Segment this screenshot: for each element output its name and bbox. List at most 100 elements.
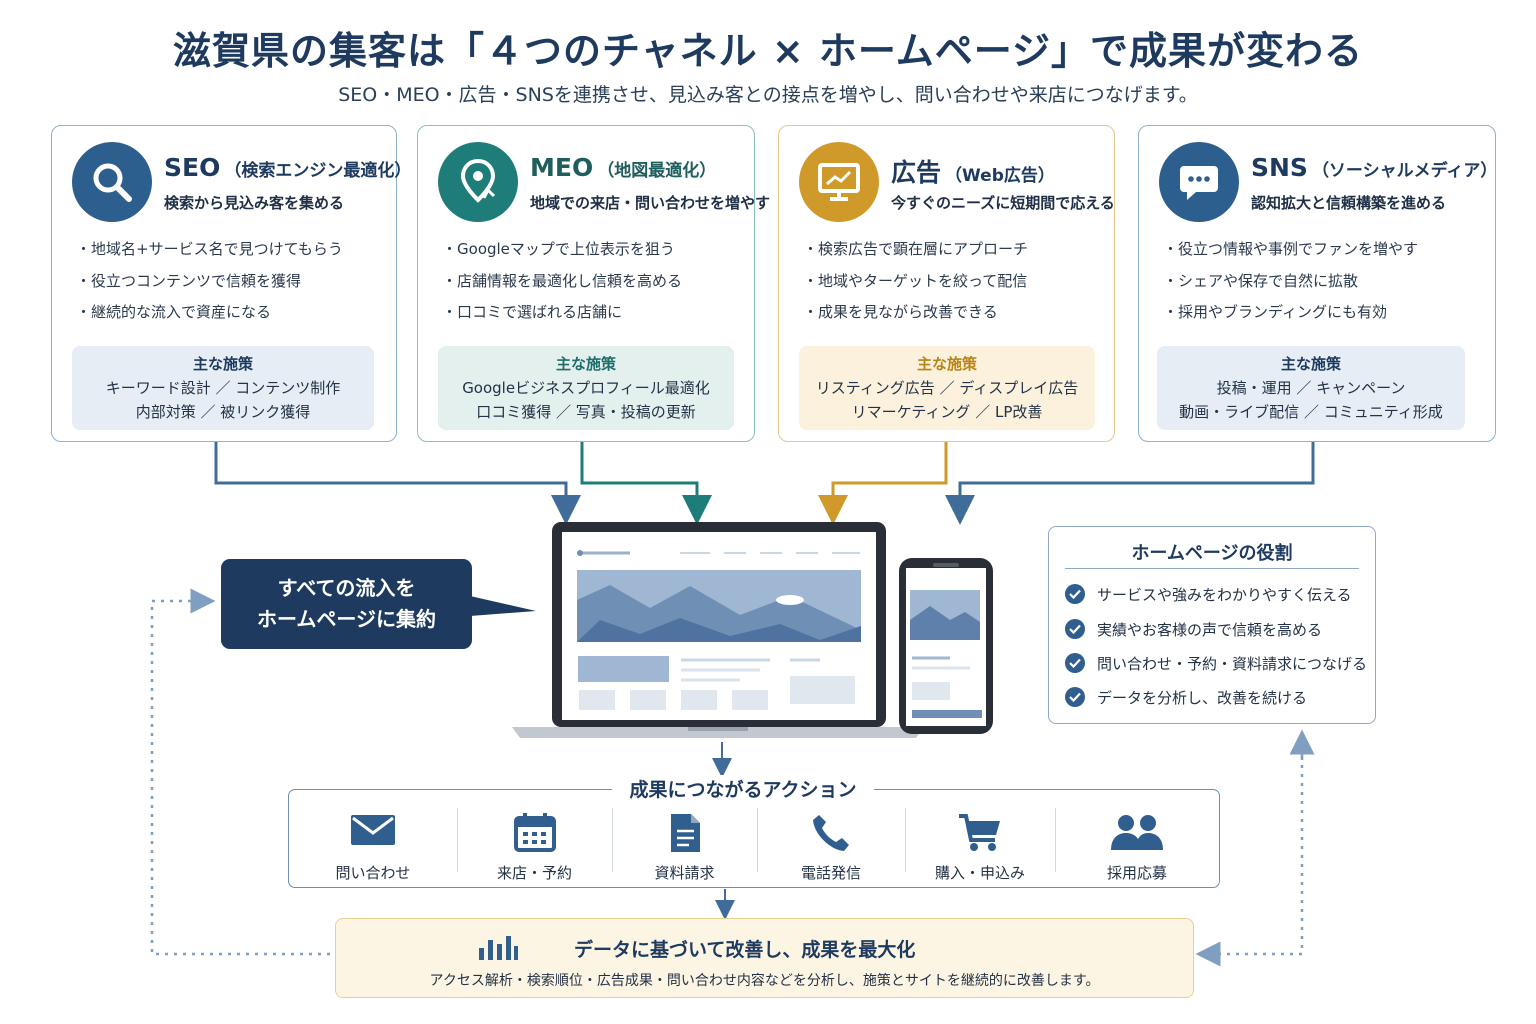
measures-box: 主な施策 リスティング広告 ／ ディスプレイ広告 リマーケティング ／ LP改善 xyxy=(799,346,1095,430)
map-pin-icon xyxy=(438,142,518,222)
measures-heading: 主な施策 xyxy=(1280,355,1341,373)
action-phone-call: 電話発信 xyxy=(757,790,905,889)
measures-line: Googleビジネスプロフィール最適化 xyxy=(462,379,710,397)
list-item: データを分析し、改善を続ける xyxy=(1065,685,1307,709)
action-recruit: 採用応募 xyxy=(1055,790,1219,889)
divider xyxy=(1065,568,1359,569)
measures-line: 投稿・運用 ／ キャンペーン xyxy=(1216,379,1406,397)
divider xyxy=(612,808,613,872)
channel-name: 広告 xyxy=(891,158,942,187)
action-label: 電話発信 xyxy=(800,864,861,882)
improvement-heading: データに基づいて改善し、成果を最大化 xyxy=(574,939,916,961)
list-item: サービスや強みをわかりやすく伝える xyxy=(1065,582,1352,606)
channel-bullets: Googleマップで上位表示を狙う 店舗情報を最適化し信頼を高める 口コミで選ば… xyxy=(442,238,682,333)
envelope-icon xyxy=(289,812,457,852)
measures-box: 主な施策 キーワード設計 ／ コンテンツ制作 内部対策 ／ 被リンク獲得 xyxy=(72,346,374,430)
role-item-label: データを分析し、改善を続ける xyxy=(1097,688,1308,707)
channel-bullets: 地域名+サービス名で見つけてもらう 役立つコンテンツで信頼を獲得 継続的な流入で… xyxy=(76,238,343,333)
role-title: ホームページの役割 xyxy=(1131,543,1293,564)
action-label: 購入・申込み xyxy=(934,864,1025,882)
divider xyxy=(757,808,758,872)
measures-line: 動画・ライブ配信 ／ コミュニティ形成 xyxy=(1179,403,1443,421)
actions-box: 問い合わせ 来店・予約 資料請求 電話発信 購入・申込み 採用応募 xyxy=(288,789,1220,888)
search-icon xyxy=(72,142,152,222)
channel-tagline: 地域での来店・問い合わせを増やす xyxy=(530,194,771,212)
list-item: 成果を見ながら改善できる xyxy=(803,301,1028,333)
loop-arrow-right xyxy=(1195,747,1304,967)
list-item: 店舗情報を最適化し信頼を高める xyxy=(442,270,682,302)
action-reservation: 来店・予約 xyxy=(457,790,612,889)
list-item: Googleマップで上位表示を狙う xyxy=(442,238,682,270)
channel-bullets: 役立つ情報や事例でファンを増やす シェアや保存で自然に拡散 採用やブランディング… xyxy=(1163,238,1418,333)
channel-tagline: 検索から見込み客を集める xyxy=(164,194,345,212)
people-icon xyxy=(1055,812,1219,852)
arrow-seo xyxy=(214,442,581,525)
calendar-icon xyxy=(457,812,612,852)
check-icon xyxy=(1065,653,1085,673)
action-purchase: 購入・申込み xyxy=(905,790,1055,889)
action-label: 問い合わせ xyxy=(335,864,411,882)
smartphone-illustration xyxy=(899,558,993,734)
measures-box: 主な施策 Googleビジネスプロフィール最適化 口コミ獲得 ／ 写真・投稿の更… xyxy=(438,346,734,430)
actions-title: 成果につながるアクション xyxy=(612,775,874,802)
action-label: 資料請求 xyxy=(654,864,715,882)
page-subtitle: SEO・MEO・広告・SNSを連携させ、見込み客との接点を増やし、問い合わせや来… xyxy=(338,84,1198,106)
channel-name: SEO xyxy=(164,153,221,182)
bar-chart-icon xyxy=(477,934,519,966)
check-icon xyxy=(1065,584,1085,604)
document-icon xyxy=(612,812,757,852)
divider xyxy=(457,808,458,872)
list-item: 実績やお客様の声で信頼を高める xyxy=(1065,617,1322,641)
measures-heading: 主な施策 xyxy=(192,355,253,373)
action-inquiry: 問い合わせ xyxy=(289,790,457,889)
measures-line: リスティング広告 ／ ディスプレイ広告 xyxy=(815,379,1079,397)
measures-line: 内部対策 ／ 被リンク獲得 xyxy=(135,403,311,421)
list-item: 地域やターゲットを絞って配信 xyxy=(803,270,1028,302)
channel-card-seo: SEO（検索エンジン最適化） 検索から見込み客を集める 地域名+サービス名で見つ… xyxy=(51,125,411,442)
channel-sub: （地図最適化） xyxy=(597,161,717,181)
list-item: シェアや保存で自然に拡散 xyxy=(1163,270,1418,302)
action-label: 採用応募 xyxy=(1106,864,1167,882)
chat-bubble-icon xyxy=(1159,142,1239,222)
page-title: 滋賀県の集客は「４つのチャネル × ホームページ」で成果が変わる xyxy=(172,29,1364,73)
loop-arrow-left xyxy=(150,588,330,956)
list-item: 地域名+サービス名で見つけてもらう xyxy=(76,238,343,270)
channel-name: MEO xyxy=(530,153,594,182)
measures-line: リマーケティング ／ LP改善 xyxy=(851,403,1043,421)
action-label: 来店・予約 xyxy=(496,864,572,882)
list-item: 問い合わせ・予約・資料請求につなげる xyxy=(1065,651,1367,675)
laptop-illustration xyxy=(512,522,924,738)
channel-bullets: 検索広告で顕在層にアプローチ 地域やターゲットを絞って配信 成果を見ながら改善で… xyxy=(803,238,1028,333)
measures-heading: 主な施策 xyxy=(555,355,616,373)
channel-card-meo: MEO（地図最適化） 地域での来店・問い合わせを増やす Googleマップで上位… xyxy=(417,125,770,442)
measures-line: キーワード設計 ／ コンテンツ制作 xyxy=(105,379,341,397)
phone-icon xyxy=(757,812,905,852)
monitor-chart-icon xyxy=(799,142,879,222)
list-item: 採用やブランディングにも有効 xyxy=(1163,301,1418,333)
role-item-label: 問い合わせ・予約・資料請求につなげる xyxy=(1097,654,1368,673)
measures-box: 主な施策 投稿・運用 ／ キャンペーン 動画・ライブ配信 ／ コミュニティ形成 xyxy=(1157,346,1465,430)
channel-tagline: 今すぐのニーズに短期間で応える xyxy=(891,194,1115,212)
divider xyxy=(905,808,906,872)
channel-card-ads: 広告（Web広告） 今すぐのニーズに短期間で応える 検索広告で顕在層にアプローチ… xyxy=(778,125,1115,442)
hub-callout-line: すべての流入を xyxy=(277,576,416,600)
homepage-role-box: ホームページの役割 サービスや強みをわかりやすく伝える 実績やお客様の声で信頼を… xyxy=(1048,526,1376,724)
measures-heading: 主な施策 xyxy=(916,355,977,373)
hub-callout-line: ホームページに集約 xyxy=(257,607,436,631)
check-icon xyxy=(1065,687,1085,707)
role-item-label: 実績やお客様の声で信頼を高める xyxy=(1097,620,1323,639)
cart-icon xyxy=(905,812,1055,852)
arrow-sns xyxy=(945,442,1315,525)
hub-callout: すべての流入を ホームページに集約 xyxy=(221,559,472,649)
divider xyxy=(1055,808,1056,872)
role-item-label: サービスや強みをわかりやすく伝える xyxy=(1097,585,1352,604)
callout-pointer xyxy=(470,596,536,616)
channel-tagline: 認知拡大と信頼構築を進める xyxy=(1251,194,1447,212)
list-item: 継続的な流入で資産になる xyxy=(76,301,343,333)
measures-line: 口コミ獲得 ／ 写真・投稿の更新 xyxy=(476,403,696,421)
list-item: 検索広告で顕在層にアプローチ xyxy=(803,238,1028,270)
improvement-box: データに基づいて改善し、成果を最大化 アクセス解析・検索順位・広告成果・問い合わ… xyxy=(335,918,1194,998)
list-item: 口コミで選ばれる店舗に xyxy=(442,301,682,333)
channel-sub: （ソーシャルメディア） xyxy=(1311,161,1498,181)
arrow-ads xyxy=(818,442,948,525)
